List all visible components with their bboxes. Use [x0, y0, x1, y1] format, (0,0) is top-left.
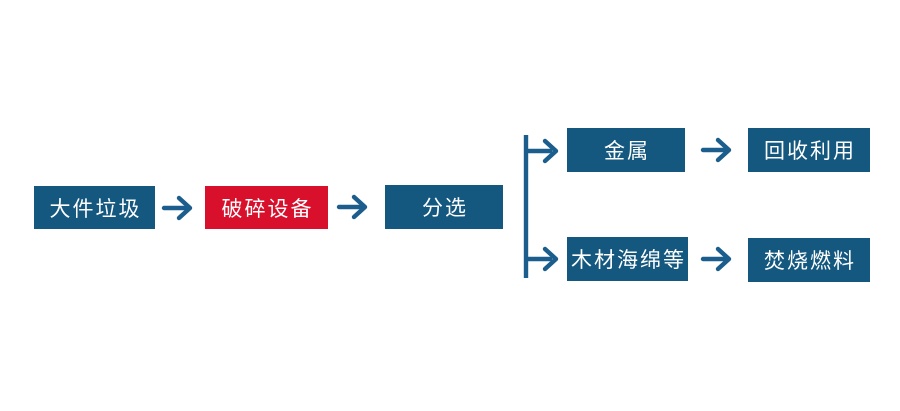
node-recycling: 回收利用 — [748, 128, 870, 172]
node-sorting: 分选 — [385, 185, 503, 229]
node-incineration-fuel: 焚烧燃料 — [748, 238, 870, 282]
arrow-crushing-to-sorting-icon — [336, 194, 368, 220]
arrow-metal-to-recycling-icon — [700, 137, 732, 163]
node-bulky-waste: 大件垃圾 — [34, 186, 155, 229]
arrow-bulky-to-crushing-icon — [161, 195, 193, 221]
node-metal: 金属 — [567, 128, 685, 172]
node-wood-sponge-etc: 木材海绵等 — [567, 237, 688, 281]
node-crushing-equipment: 破碎设备 — [205, 186, 328, 229]
arrow-wood-to-fuel-icon — [700, 246, 732, 272]
arrow-branch-to-metal-icon — [524, 138, 559, 164]
arrow-branch-to-wood-icon — [524, 246, 559, 272]
